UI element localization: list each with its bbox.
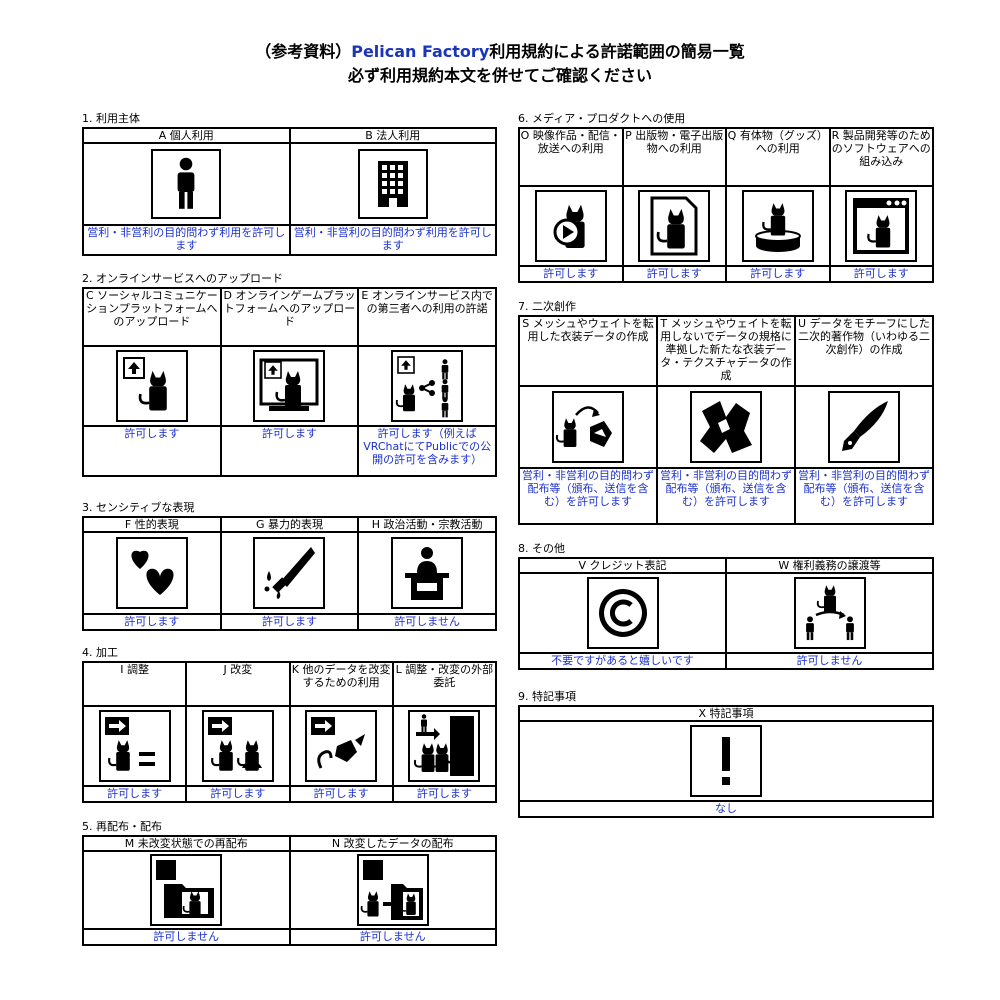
section-online-upload: 2. オンラインサービスへのアップロード C ソーシャルコミュニケーションプラッ… <box>82 272 497 477</box>
video-icon <box>534 190 607 262</box>
item-label-r: R 製品開発等のためのソフトウェアへの組み込み <box>828 127 934 187</box>
item-label-o: O 映像作品・配信・放送への利用 <box>518 127 624 187</box>
permission-q: 許可します <box>725 265 831 283</box>
podium-icon <box>391 537 464 609</box>
permission-t: 営利・非営利の目的問わず配布等（頒布、送信を含む）を許可します <box>656 467 796 525</box>
section-special-notes: 9. 特記事項 X 特記事項 なし <box>518 690 934 818</box>
hearts-icon <box>115 537 188 609</box>
goods-icon <box>741 190 814 262</box>
item-label-x: X 特記事項 <box>518 705 934 722</box>
mesh-transfer-icon <box>552 391 624 463</box>
section-title: 6. メディア・プロダクトへの使用 <box>518 112 686 125</box>
permission-l: 許可します <box>391 785 498 803</box>
item-label-l: L 調整・改変の外部委託 <box>391 661 498 707</box>
knife-icon <box>253 537 326 609</box>
item-label-b: B 法人利用 <box>288 127 497 144</box>
item-label-m: M 未改変状態での再配布 <box>82 835 291 852</box>
redistribute-icon <box>150 854 223 926</box>
item-label-s: S メッシュやウェイトを転用した衣装データの作成 <box>518 315 658 387</box>
item-label-k: K 他のデータを改変するための利用 <box>288 661 394 707</box>
section-redistribution: 5. 再配布・配布 M 未改変状態での再配布 N 改変したデータの配布 許可しま… <box>82 820 497 946</box>
person-icon <box>151 149 222 219</box>
permission-s: 営利・非営利の目的問わず配布等（頒布、送信を含む）を許可します <box>518 467 658 525</box>
permission-c: 許可します <box>82 425 222 477</box>
section-title: 1. 利用主体 <box>82 112 140 125</box>
building-icon <box>357 149 428 219</box>
permission-e: 許可します（例えばVRChatにてPublicでの公開の許可を含みます） <box>357 425 497 477</box>
permission-j: 許可します <box>185 785 291 803</box>
permission-h: 許可しません <box>357 613 497 631</box>
outsource-icon <box>408 710 481 782</box>
permission-r: 許可します <box>828 265 934 283</box>
exclamation-icon <box>690 725 762 797</box>
modify-other-icon <box>305 710 378 782</box>
section-other: 8. その他 V クレジット表記 W 権利義務の譲渡等 不要ですがあると嬉しいで… <box>518 542 934 670</box>
permission-u: 営利・非営利の目的問わず配布等（頒布、送信を含む）を許可します <box>794 467 934 525</box>
copyright-icon <box>586 577 659 649</box>
permission-o: 許可します <box>518 265 624 283</box>
publication-icon <box>638 190 711 262</box>
section-title: 8. その他 <box>518 542 565 555</box>
permission-m: 許可しません <box>82 928 291 946</box>
item-label-i: I 調整 <box>81 661 188 707</box>
item-label-q: Q 有体物（グッズ）への利用 <box>725 127 831 187</box>
software-icon <box>845 190 918 262</box>
item-label-e: E オンラインサービス内での第三者への利用の許諾 <box>357 287 497 347</box>
item-label-n: N 改変したデータの配布 <box>288 835 497 852</box>
social-upload-icon <box>115 350 188 422</box>
section-derivative-works: 7. 二次創作 S メッシュやウェイトを転用した衣装データの作成 T メッシュや… <box>518 300 934 525</box>
item-label-v: V クレジット表記 <box>518 557 727 574</box>
section-title: 9. 特記事項 <box>518 690 576 703</box>
modify-icon <box>201 710 274 782</box>
section-title: 7. 二次創作 <box>518 300 576 313</box>
pen-nib-icon <box>828 391 900 463</box>
item-label-t: T メッシュやウェイトを転用しないでデータの規格に準拠した新たな衣装データ・テク… <box>656 315 796 387</box>
permission-v: 不要ですがあると嬉しいです <box>518 652 727 670</box>
permission-b: 営利・非営利の目的問わず利用を許可します <box>288 224 497 256</box>
game-upload-icon <box>253 350 326 422</box>
permission-n: 許可しません <box>288 928 497 946</box>
permission-p: 許可します <box>621 265 727 283</box>
permission-x: なし <box>518 800 934 818</box>
section-title: 3. センシティブな表現 <box>82 501 195 514</box>
document-title: （参考資料）Pelican Factory利用規約による許諾範囲の簡易一覧 <box>255 42 745 61</box>
item-label-p: P 出版物・電子出版物への利用 <box>621 127 727 187</box>
section-processing: 4. 加工 I 調整 J 改変 K 他のデータを改変するための利用 L 調整・改… <box>81 646 498 803</box>
section-media-products: 6. メディア・プロダクトへの使用 O 映像作品・配信・放送への利用 P 出版物… <box>518 112 934 283</box>
transfer-rights-icon <box>793 577 866 649</box>
section-sensitive: 3. センシティブな表現 F 性的表現 G 暴力的表現 H 政治活動・宗教活動 … <box>82 501 497 631</box>
item-label-a: A 個人利用 <box>82 127 291 144</box>
section-title: 2. オンラインサービスへのアップロード <box>82 272 283 285</box>
section-usage-entity: 1. 利用主体 A 個人利用 B 法人利用 営利・非営利の目的問わず利用を許可し… <box>82 112 497 256</box>
distribute-modified-icon <box>356 854 429 926</box>
item-label-u: U データをモチーフにした二次的著作物（いわゆる二次創作）の作成 <box>794 315 934 387</box>
share-third-party-icon <box>391 350 464 422</box>
item-label-d: D オンラインゲームプラットフォームへのアップロード <box>219 287 360 347</box>
brand-name: Pelican Factory <box>351 42 490 61</box>
item-label-j: J 改変 <box>185 661 291 707</box>
section-title: 4. 加工 <box>82 646 118 659</box>
item-label-f: F 性的表現 <box>82 516 222 533</box>
permission-k: 許可します <box>288 785 394 803</box>
permission-f: 許可します <box>82 613 222 631</box>
permission-d: 許可します <box>219 425 360 477</box>
new-costume-icon <box>690 391 762 463</box>
permission-a: 営利・非営利の目的問わず利用を許可します <box>82 224 291 256</box>
section-title: 5. 再配布・配布 <box>82 820 162 833</box>
adjust-icon <box>98 710 171 782</box>
item-label-g: G 暴力的表現 <box>219 516 360 533</box>
permission-i: 許可します <box>81 785 188 803</box>
item-label-w: W 権利義務の譲渡等 <box>725 557 934 574</box>
permission-w: 許可しません <box>725 652 934 670</box>
permission-g: 許可します <box>219 613 360 631</box>
document-subtitle: 必ず利用規約本文を併せてご確認ください <box>347 66 652 85</box>
item-label-h: H 政治活動・宗教活動 <box>357 516 497 533</box>
item-label-c: C ソーシャルコミュニケーションプラットフォームへのアップロード <box>82 287 222 347</box>
